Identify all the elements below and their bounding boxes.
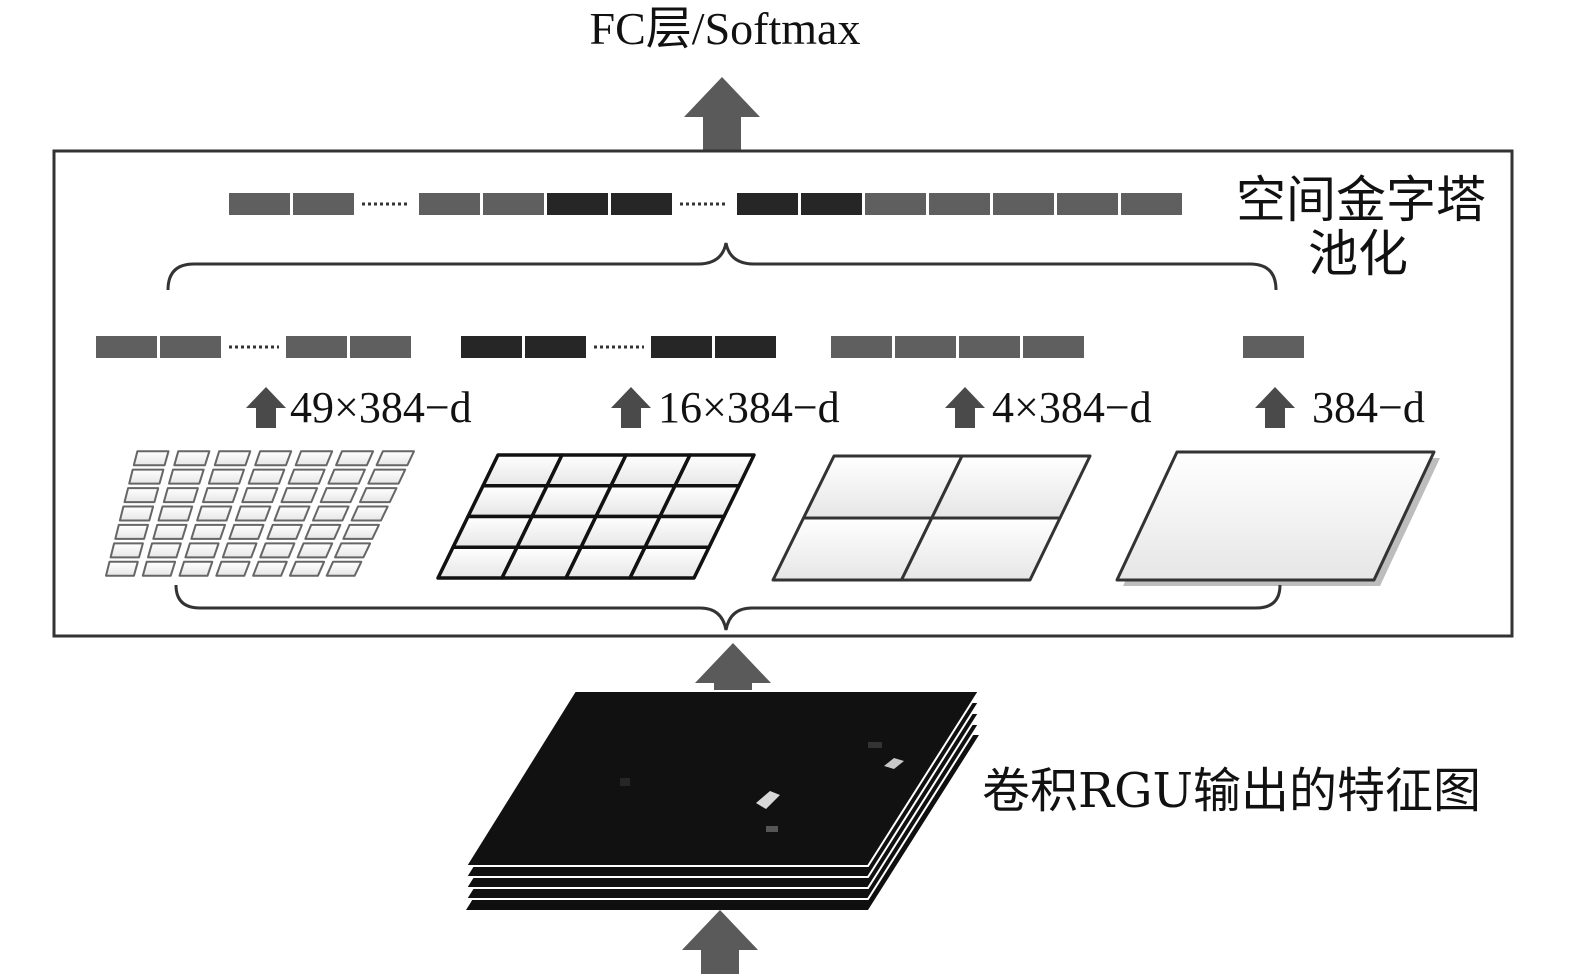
grid-bin bbox=[294, 450, 334, 467]
grid-bin bbox=[221, 542, 258, 559]
grid-bin bbox=[252, 560, 288, 577]
pooling-grid-level-4 bbox=[1115, 450, 1440, 586]
grid-bin bbox=[247, 468, 286, 485]
grid-bin bbox=[350, 505, 389, 522]
grid-bin bbox=[1115, 450, 1436, 582]
grid-bin bbox=[375, 450, 415, 467]
grid-bin bbox=[266, 523, 303, 540]
pooling-grid-level-1 bbox=[105, 450, 415, 577]
grid-bin bbox=[118, 505, 155, 522]
grid-bin bbox=[128, 468, 165, 485]
grid-bin bbox=[312, 505, 350, 522]
grid-bin bbox=[288, 560, 326, 577]
arrow-icon bbox=[611, 387, 651, 428]
level-vector-16 bbox=[461, 336, 776, 358]
grid-bin bbox=[207, 468, 245, 485]
grid-bin bbox=[273, 505, 311, 522]
grid-bin bbox=[215, 560, 251, 577]
bottom-arrow bbox=[682, 910, 758, 974]
grid-bin bbox=[157, 505, 194, 522]
grid-bin bbox=[296, 542, 334, 559]
lower-brace bbox=[174, 584, 1282, 631]
grid-bin bbox=[359, 487, 398, 504]
arrow-icon bbox=[945, 387, 985, 428]
feature-map-stack bbox=[464, 690, 981, 910]
grid-bin bbox=[178, 560, 214, 577]
grid-bin bbox=[327, 468, 366, 485]
grid-bin bbox=[280, 487, 319, 504]
spp-label-line1: 空间金字塔 bbox=[1236, 171, 1486, 229]
grid-bin bbox=[114, 523, 149, 540]
grid-bin bbox=[287, 468, 326, 485]
level-vector-4 bbox=[831, 336, 1084, 358]
grid-bin bbox=[132, 450, 170, 467]
output-arrow bbox=[684, 77, 760, 152]
pooling-grid-level-2 bbox=[436, 453, 756, 580]
output-layer-label: FC层/Softmax bbox=[589, 3, 861, 54]
upper-brace bbox=[166, 242, 1278, 291]
dim-label-level1: 49×384−d bbox=[290, 383, 472, 432]
grid-bin bbox=[213, 450, 252, 467]
grid-bin bbox=[109, 542, 144, 559]
grid-bin bbox=[173, 450, 211, 467]
grid-bin bbox=[334, 542, 372, 559]
grid-bin bbox=[184, 542, 220, 559]
feature-map-label: 卷积RGU输出的特征图 bbox=[982, 763, 1481, 819]
grid-bin bbox=[643, 514, 726, 550]
arrow-icon bbox=[1255, 387, 1295, 428]
grid-bin bbox=[123, 487, 160, 504]
grid-bin bbox=[304, 523, 342, 540]
pooling-grid-level-3 bbox=[771, 454, 1092, 582]
grid-bin bbox=[241, 487, 279, 504]
grid-bin bbox=[900, 516, 1062, 582]
grid-bin bbox=[658, 484, 741, 519]
grid-bin bbox=[202, 487, 239, 504]
concatenated-vector bbox=[229, 193, 1182, 215]
grid-bin bbox=[168, 468, 205, 485]
dim-label-level3: 4×384−d bbox=[992, 383, 1152, 432]
level-vector-49 bbox=[96, 336, 411, 358]
grid-bin bbox=[228, 523, 265, 540]
grid-bin bbox=[259, 542, 296, 559]
grid-bin bbox=[190, 523, 226, 540]
grid-bin bbox=[254, 450, 293, 467]
level-vector-1 bbox=[1243, 336, 1304, 358]
grid-bin bbox=[335, 450, 375, 467]
grid-bin bbox=[147, 542, 182, 559]
grid-bin bbox=[105, 560, 139, 577]
grid-bin bbox=[342, 523, 380, 540]
grid-bin bbox=[628, 545, 711, 580]
dim-label-level4: 384−d bbox=[1312, 383, 1425, 432]
grid-bin bbox=[367, 468, 407, 485]
grid-bin bbox=[673, 453, 756, 488]
spp-label-line2: 池化 bbox=[1308, 225, 1408, 283]
grid-bin bbox=[325, 560, 363, 577]
dim-label-level2: 16×384−d bbox=[658, 383, 840, 432]
spp-frame bbox=[52, 149, 1514, 638]
grid-bin bbox=[196, 505, 233, 522]
arrow-icon bbox=[246, 387, 286, 428]
grid-bin bbox=[152, 523, 188, 540]
grid-bin bbox=[234, 505, 272, 522]
grid-bin bbox=[319, 487, 358, 504]
grid-bin bbox=[162, 487, 199, 504]
grid-bin bbox=[141, 560, 177, 577]
